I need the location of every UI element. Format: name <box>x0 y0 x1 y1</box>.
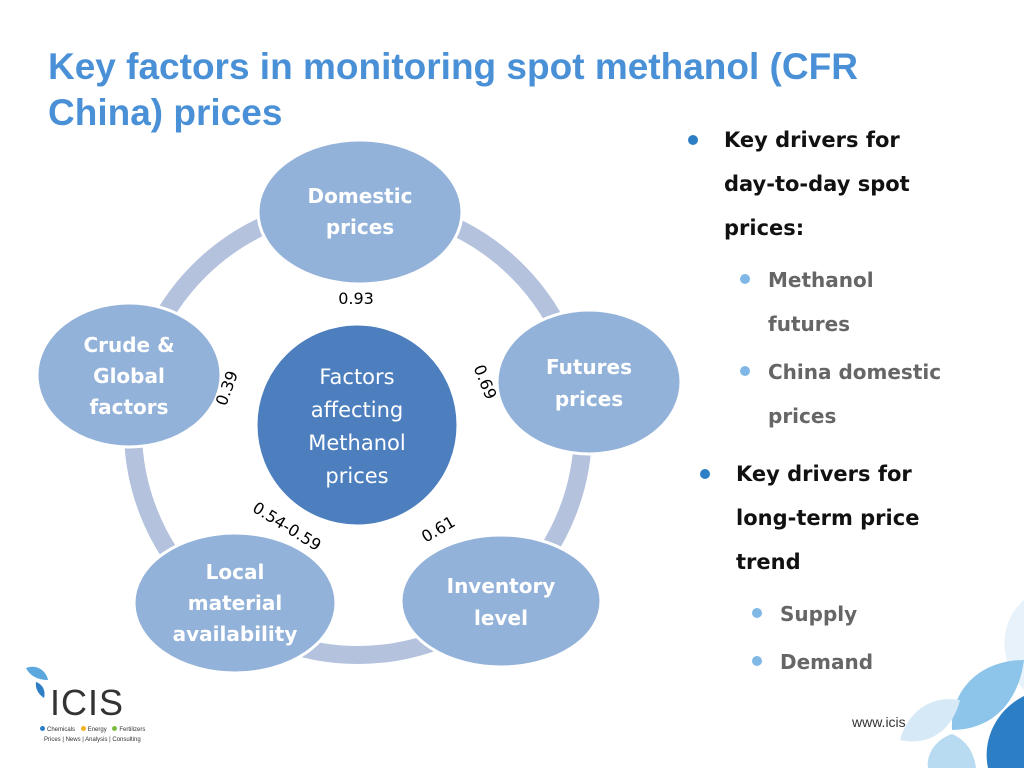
node-domestic-line-1: Domestic <box>308 184 413 208</box>
bullet-longterm-line-3: trend <box>736 550 801 574</box>
node-domestic-line-2: prices <box>326 215 394 239</box>
node-futures-prices: Futures prices <box>495 308 683 456</box>
center-line-3: Methanol <box>308 431 405 455</box>
node-futures-line-2: prices <box>555 387 623 411</box>
factor-cycle-diagram: Domestic prices Futures prices Inventory… <box>35 138 683 675</box>
subbullet-futures-line-2: futures <box>768 312 851 336</box>
bullet-spot-line-2: day-to-day spot <box>724 172 910 196</box>
node-crude-global-factors: Crude & Global factors <box>35 301 223 449</box>
subbullet-domestic-line-2: prices <box>768 404 837 428</box>
category-energy: Energy <box>87 727 107 733</box>
node-local-line-1: Local <box>206 560 265 584</box>
subbullet-supply-text: Supply <box>780 602 858 626</box>
subbullet-demand-text: Demand <box>780 650 874 674</box>
bullet-longterm-line-2: long-term price <box>736 506 920 530</box>
node-inventory-line-2: level <box>474 606 528 630</box>
subbullet-dot-icon <box>752 608 762 618</box>
node-local-material-availability: Local material availability <box>132 531 338 675</box>
node-crude-line-1: Crude & <box>83 333 174 357</box>
center-line-2: affecting <box>311 398 404 422</box>
category-fertilizers: Fertilizers <box>119 727 146 733</box>
category-chemicals: Chemicals <box>47 727 76 733</box>
page-title: Key factors in monitoring spot methanol … <box>48 46 858 133</box>
icis-logo-text: ICIS <box>50 682 125 723</box>
node-domestic-prices: Domestic prices <box>256 138 464 286</box>
fertilizers-dot-icon <box>112 726 118 731</box>
icis-categories: Chemicals Energy Fertilizers <box>36 726 145 733</box>
subbullet-domestic-line-1: China domestic <box>768 360 942 384</box>
node-inventory-level: Inventory level <box>399 533 603 669</box>
key-drivers-list: Key drivers for day-to-day spot prices: … <box>680 118 1010 688</box>
node-crude-line-3: factors <box>89 395 168 419</box>
icis-tagline: Prices | News | Analysis | Consulting <box>44 737 141 743</box>
node-futures-line-1: Futures <box>546 355 632 379</box>
subbullet-methanol-futures: Methanol futures <box>680 258 1010 346</box>
center-node: Factors affecting Methanol prices <box>254 322 460 528</box>
correlation-domestic: 0.93 <box>338 289 374 308</box>
bullet-dot-icon <box>700 469 710 479</box>
chemicals-dot-icon <box>40 726 45 731</box>
node-local-line-2: material <box>188 591 283 615</box>
correlation-futures: 0.69 <box>470 362 501 402</box>
bullet-longterm-line-1: Key drivers for <box>736 462 912 486</box>
energy-dot-icon <box>80 726 86 731</box>
subbullet-demand: Demand <box>692 640 1010 684</box>
icis-logo: ICIS Chemicals Energy Fertilizers Prices… <box>22 660 172 750</box>
subbullet-china-domestic: China domestic prices <box>680 350 1010 438</box>
node-crude-line-2: Global <box>93 364 165 388</box>
bullet-dot-icon <box>688 135 698 145</box>
bullet-longterm-drivers: Key drivers for long-term price trend <box>692 452 1010 584</box>
subbullet-supply: Supply <box>692 592 1010 636</box>
correlation-inventory: 0.61 <box>418 512 458 546</box>
node-inventory-line-1: Inventory <box>447 574 556 598</box>
subbullet-futures-line-1: Methanol <box>768 268 874 292</box>
bullet-spot-line-3: prices: <box>724 216 805 240</box>
icis-leaf-icon <box>26 666 48 698</box>
bullet-spot-drivers: Key drivers for day-to-day spot prices: <box>680 118 1010 250</box>
subbullet-dot-icon <box>740 274 750 284</box>
decorative-petals-icon <box>900 600 1024 768</box>
node-local-line-3: availability <box>173 622 298 646</box>
bullet-spot-line-1: Key drivers for <box>724 128 900 152</box>
subbullet-dot-icon <box>740 366 750 376</box>
center-line-4: prices <box>325 464 388 488</box>
subbullet-dot-icon <box>752 656 762 666</box>
center-line-1: Factors <box>319 365 394 389</box>
